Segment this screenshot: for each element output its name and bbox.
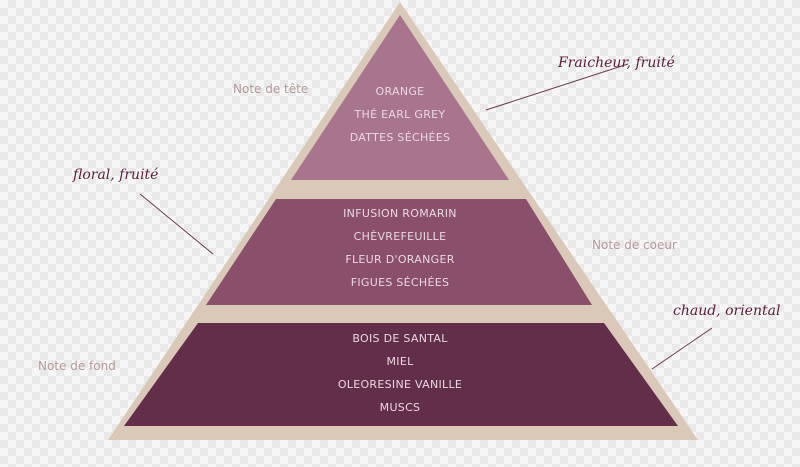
connector-line-middle	[139, 193, 214, 255]
note-item: FLEUR D'ORANGER	[345, 253, 455, 266]
note-item: OLEORESINE VANILLE	[337, 378, 463, 391]
middle-tier	[206, 199, 592, 305]
note-item: FIGUES SÉCHÉES	[350, 276, 450, 289]
connector-line-top	[485, 63, 629, 111]
note-item: THÉ EARL GREY	[354, 108, 446, 121]
note-item: INFUSION ROMARIN	[343, 207, 457, 220]
bottom-tier-notes: BOIS DE SANTAL MIEL OLEORESINE VANILLE M…	[315, 327, 485, 419]
note-item: DATTES SÉCHÉES	[349, 131, 451, 144]
bottom-tier	[124, 323, 678, 426]
bottom-description: chaud, oriental	[673, 303, 781, 319]
top-description: Fraicheur, fruité	[558, 55, 675, 71]
note-item: MUSCS	[379, 401, 421, 414]
top-note-label: Note de tête	[233, 82, 309, 96]
middle-description: floral, fruité	[73, 167, 159, 183]
note-item: BOIS DE SANTAL	[352, 332, 448, 345]
top-tier	[291, 15, 509, 180]
middle-note-label: Note de coeur	[592, 238, 677, 252]
note-item: MIEL	[386, 355, 414, 368]
middle-tier-notes: INFUSION ROMARIN CHÈVREFEUILLE FLEUR D'O…	[320, 202, 480, 294]
note-item: CHÈVREFEUILLE	[353, 230, 447, 243]
bottom-note-label: Note de fond	[38, 359, 116, 373]
connector-line-bottom	[651, 327, 713, 370]
note-item: ORANGE	[375, 85, 425, 98]
top-tier-notes: ORANGE THÉ EARL GREY DATTES SÉCHÉES	[330, 80, 470, 149]
